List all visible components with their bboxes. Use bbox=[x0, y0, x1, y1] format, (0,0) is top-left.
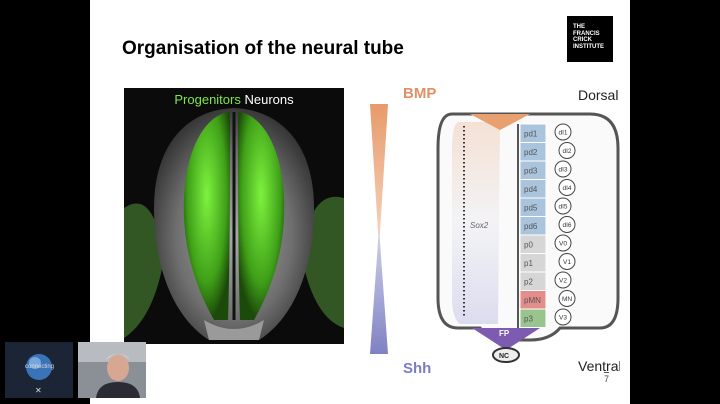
neuron-circle-v1 bbox=[558, 253, 576, 270]
bmp-label: BMP bbox=[403, 85, 436, 102]
floor-plate bbox=[472, 328, 540, 350]
ventral-label: Ventral bbox=[578, 358, 620, 374]
bmp-gradient bbox=[370, 104, 388, 248]
diagram-svg: BMP Shh Dorsal Ventral Sox2 pd1 pd2 pd3 pd4… bbox=[370, 85, 622, 377]
floor-plate-label: FP bbox=[499, 329, 510, 338]
domain-label-p1: p1 bbox=[524, 259, 533, 268]
slide: Organisation of the neural tube THE FRAN… bbox=[90, 0, 630, 404]
logo-line-4: INSTITUTE bbox=[573, 43, 604, 50]
domain-label-p2: p2 bbox=[524, 278, 533, 287]
speaker-video bbox=[78, 342, 146, 398]
video-tile-speaker[interactable] bbox=[78, 342, 146, 398]
neuron-label-di1: dI1 bbox=[558, 130, 567, 137]
slide-title: Organisation of the neural tube bbox=[122, 38, 404, 59]
domain-label-pd5: pd5 bbox=[524, 204, 538, 213]
neuron-label-di6: dI6 bbox=[562, 222, 571, 229]
roof-plate bbox=[470, 114, 530, 130]
legend-progenitors: Progenitors bbox=[174, 92, 241, 107]
neuron-circle-di3 bbox=[554, 160, 572, 178]
neuron-circle-v3 bbox=[554, 308, 572, 326]
neuron-circle-di1 bbox=[554, 123, 572, 141]
micrograph-image bbox=[124, 88, 344, 344]
neuron-label-v1: V1 bbox=[563, 259, 571, 266]
neuron-circle-di4 bbox=[558, 179, 576, 196]
neuron-label-di5: dI5 bbox=[558, 204, 567, 211]
neuron-circle-di2 bbox=[558, 142, 576, 159]
neuron-circle-mn bbox=[558, 290, 576, 307]
neuron-circle-v0 bbox=[554, 234, 572, 252]
sox2-label: Sox2 bbox=[470, 221, 489, 230]
neuron-label-di4: dI4 bbox=[562, 185, 571, 192]
neural-tube-micrograph: Progenitors Neurons bbox=[124, 88, 344, 344]
notochord-label: NC bbox=[499, 353, 509, 360]
logo-line-3: CRICK bbox=[573, 37, 592, 44]
neuron-label-v2: V2 bbox=[559, 278, 567, 285]
neuron-label-di2: dI2 bbox=[562, 148, 571, 155]
domain-label-p3: p3 bbox=[524, 315, 533, 324]
participant-avatar bbox=[5, 342, 73, 398]
neuron-circle-di5 bbox=[554, 197, 572, 215]
neuron-label-mn: MN bbox=[562, 296, 572, 303]
mic-muted-icon[interactable]: ✕ bbox=[35, 386, 42, 395]
domain-label-pd1: pd1 bbox=[524, 130, 538, 139]
logo-line-2: FRANCIS bbox=[573, 30, 600, 37]
crick-institute-logo: THE FRANCIS CRICK INSTITUTE bbox=[567, 16, 613, 62]
domain-label-pd4: pd4 bbox=[524, 185, 538, 194]
notochord bbox=[492, 347, 520, 363]
neuron-circle-di6 bbox=[558, 216, 576, 233]
neuron-circle-v2 bbox=[554, 271, 572, 289]
progenitor-domains: pd1 pd2 pd3 pd4 pd5 pd6 p0 p1 p2 pMN p3 bbox=[517, 123, 547, 328]
legend-neurons: Neurons bbox=[244, 92, 294, 107]
participant-status: connecting bbox=[25, 364, 55, 370]
micrograph-legend: Progenitors Neurons bbox=[124, 92, 344, 107]
shh-label: Shh bbox=[403, 360, 431, 377]
page-number: 7 bbox=[604, 372, 610, 384]
domain-band-p3 bbox=[519, 308, 547, 328]
neuron-label-v3: V3 bbox=[559, 315, 567, 322]
neuron-label-di3: dI3 bbox=[558, 167, 567, 174]
domain-label-pd6: pd6 bbox=[524, 222, 538, 231]
dorsal-label: Dorsal bbox=[578, 87, 618, 103]
shh-gradient bbox=[370, 228, 388, 354]
logo-line-1: THE bbox=[573, 24, 585, 30]
domain-label-pd3: pd3 bbox=[524, 167, 538, 176]
domain-label-p0: p0 bbox=[524, 241, 533, 250]
neural-tube-diagram: BMP Shh Dorsal Ventral Sox2 pd1 pd2 pd3 pd4… bbox=[360, 78, 622, 398]
domain-label-pd2: pd2 bbox=[524, 148, 538, 157]
ventricular-zone bbox=[452, 122, 500, 324]
video-tile-participant[interactable]: connecting ✕ bbox=[5, 342, 73, 398]
neuron-label-v0: V0 bbox=[559, 241, 567, 248]
domain-label-pmn: pMN bbox=[524, 296, 541, 305]
